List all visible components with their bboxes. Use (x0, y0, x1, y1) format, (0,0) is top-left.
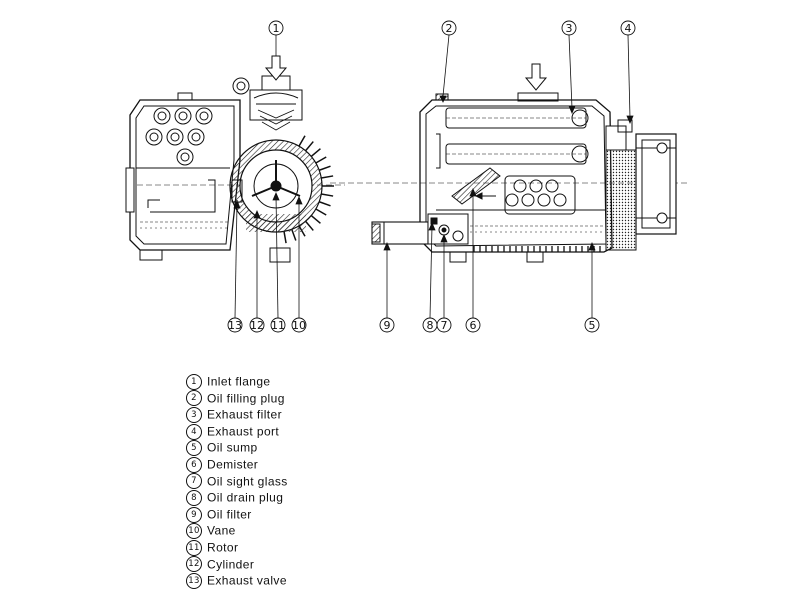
legend-number: 3 (186, 407, 202, 424)
cooling-fin (310, 148, 321, 158)
callout-11: 11 (270, 317, 286, 333)
legend-number: 6 (186, 456, 202, 473)
legend-label: Oil sight glass (207, 474, 288, 489)
inlet-arrow-right (524, 63, 548, 91)
cooling-fin (304, 141, 314, 152)
callout-8: 8 (422, 317, 438, 333)
callout-markers: 1 2 3 4 13 12 11 10 9 8 7 6 5 (227, 20, 636, 333)
callout-12: 12 (249, 317, 265, 333)
legend-number: 2 (186, 390, 202, 407)
legend-number: 5 (186, 440, 202, 457)
pump-cross-section-diagram: 1 2 3 4 13 12 11 10 9 8 7 6 5 (125, 20, 690, 333)
callout-3: 3 (561, 20, 577, 36)
cooling-fin (315, 208, 327, 216)
callout-13: 13 (227, 317, 243, 333)
svg-text:4: 4 (625, 22, 632, 35)
cooling-fin (318, 201, 331, 207)
inlet-arrow-left (264, 55, 288, 81)
right-side-view (330, 92, 690, 263)
legend-number: 11 (186, 539, 202, 556)
legend-item: 9 Oil filter (186, 506, 288, 523)
svg-text:7: 7 (441, 319, 448, 332)
legend-label: Oil sump (207, 440, 258, 455)
svg-text:9: 9 (384, 319, 391, 332)
legend-label: Cylinder (207, 557, 255, 572)
cooling-fin (310, 214, 321, 224)
svg-text:5: 5 (589, 319, 596, 332)
legend-item: 3 Exhaust filter (186, 406, 288, 424)
legend-number: 10 (186, 523, 202, 540)
legend-item: 7 Oil sight glass (186, 473, 288, 490)
legend-number: 4 (186, 423, 202, 440)
callout-1: 1 (268, 20, 284, 36)
legend-number: 12 (186, 556, 202, 573)
legend-label: Exhaust port (207, 424, 280, 439)
callout-5: 5 (584, 317, 600, 333)
cooling-fin (298, 135, 306, 147)
cylinder-fins (283, 135, 334, 244)
cooling-fin (283, 231, 287, 244)
callout-2: 2 (441, 20, 457, 36)
legend-number: 9 (186, 506, 202, 523)
legend-item: 13 Exhaust valve (186, 572, 288, 589)
legend-item: 10 Vane (186, 522, 288, 540)
callout-6: 6 (465, 317, 481, 333)
legend-item: 1 Inlet flange (186, 373, 288, 390)
legend-label: Inlet flange (207, 374, 271, 389)
legend-label: Vane (207, 523, 236, 538)
callout-4: 4 (620, 20, 636, 36)
legend-item: 12 Cylinder (186, 556, 288, 573)
oil-sump-fins (473, 246, 601, 252)
legend-label: Oil filter (207, 507, 252, 522)
legend-label: Demister (207, 457, 259, 472)
callout-10: 10 (291, 317, 307, 333)
svg-text:10: 10 (292, 319, 306, 332)
svg-text:11: 11 (271, 319, 285, 332)
legend-label: Exhaust filter (207, 407, 282, 422)
legend-item: 4 Exhaust port (186, 423, 288, 440)
legend-item: 2 Oil filling plug (186, 390, 288, 407)
legend-label: Oil filling plug (207, 391, 285, 406)
leader-lines (233, 34, 634, 319)
cooling-fin (318, 165, 331, 171)
legend-item: 8 Oil drain plug (186, 489, 288, 506)
legend-item: 6 Demister (186, 456, 288, 473)
exhaust-filter-cartridges (445, 107, 589, 165)
callout-9: 9 (379, 317, 395, 333)
cooling-fin (321, 193, 334, 197)
legend-label: Oil drain plug (207, 490, 284, 505)
legend-number: 7 (186, 473, 202, 490)
legend-item: 5 Oil sump (186, 439, 288, 457)
legend-number: 1 (186, 373, 202, 390)
cooling-fin (321, 175, 334, 179)
svg-text:6: 6 (470, 319, 477, 332)
svg-text:13: 13 (228, 319, 242, 332)
legend-number: 8 (186, 489, 202, 506)
filter-cartridges-left (145, 107, 213, 166)
callout-7: 7 (436, 317, 452, 333)
legend-number: 13 (186, 572, 202, 589)
legend-label: Rotor (207, 540, 239, 555)
svg-text:1: 1 (273, 22, 280, 35)
legend-item: 11 Rotor (186, 539, 288, 556)
cooling-fin (304, 220, 314, 231)
left-end-view (125, 75, 345, 263)
svg-text:2: 2 (446, 22, 453, 35)
cooling-fin (315, 156, 327, 164)
svg-text:12: 12 (250, 319, 264, 332)
svg-text:8: 8 (427, 319, 434, 332)
legend-label: Exhaust valve (207, 573, 287, 588)
svg-text:3: 3 (566, 22, 573, 35)
